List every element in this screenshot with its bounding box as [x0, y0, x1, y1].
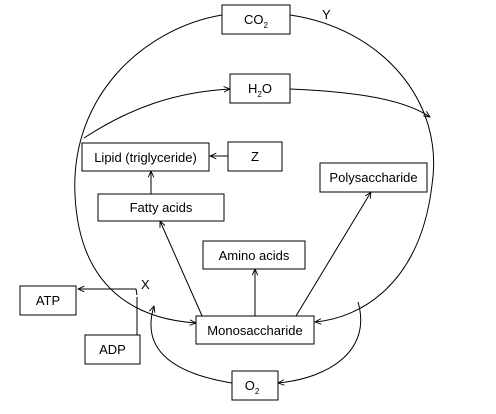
fatty-acids-box: Fatty acids [97, 193, 225, 222]
x-label: X [141, 277, 150, 292]
co2-subscript: 2 [264, 21, 269, 30]
fatty-acids-label: Fatty acids [130, 200, 193, 215]
atp-box: ATP [19, 285, 77, 316]
h2o-subscript: 2 [257, 90, 262, 99]
h2o-flow-line-in [83, 89, 230, 139]
h2o-box: H2O [229, 73, 291, 104]
lipid-label: Lipid (triglyceride) [94, 150, 197, 165]
monosaccharide-label: Monosaccharide [207, 323, 302, 338]
h2o-label-rest: O [262, 81, 272, 96]
mono-to-fatty-acids-arrow [160, 221, 204, 319]
svg-text:O2: O2 [245, 378, 260, 396]
co2-box: CO2 [221, 4, 291, 35]
monosaccharide-box: Monosaccharide [195, 315, 315, 345]
mono-to-polysaccharide-arrow [295, 192, 371, 317]
co2-label: CO [244, 12, 264, 27]
svg-text:CO2: CO2 [244, 12, 269, 30]
lipid-box: Lipid (triglyceride) [81, 142, 210, 172]
cycle-right-arc [289, 14, 434, 322]
atp-arrow [78, 289, 138, 296]
polysaccharide-box: Polysaccharide [319, 162, 428, 193]
h2o-flow-line-out [289, 88, 430, 117]
z-label: Z [251, 149, 259, 164]
h2o-label: H [248, 81, 257, 96]
adp-arrow [113, 297, 138, 336]
adp-box: ADP [84, 334, 141, 365]
o2-loop-right [278, 301, 362, 383]
o2-label: O [245, 378, 255, 393]
amino-acids-box: Amino acids [202, 240, 306, 270]
adp-label: ADP [99, 342, 126, 357]
polysaccharide-label: Polysaccharide [329, 170, 417, 185]
cycle-left-arc [74, 14, 223, 323]
svg-text:H2O: H2O [248, 81, 272, 99]
amino-acids-label: Amino acids [219, 248, 290, 263]
z-box: Z [227, 141, 283, 172]
o2-loop-left [151, 306, 233, 384]
o2-box: O2 [231, 370, 279, 401]
atp-label: ATP [36, 293, 60, 308]
o2-subscript: 2 [255, 387, 260, 396]
y-label: Y [322, 7, 331, 22]
